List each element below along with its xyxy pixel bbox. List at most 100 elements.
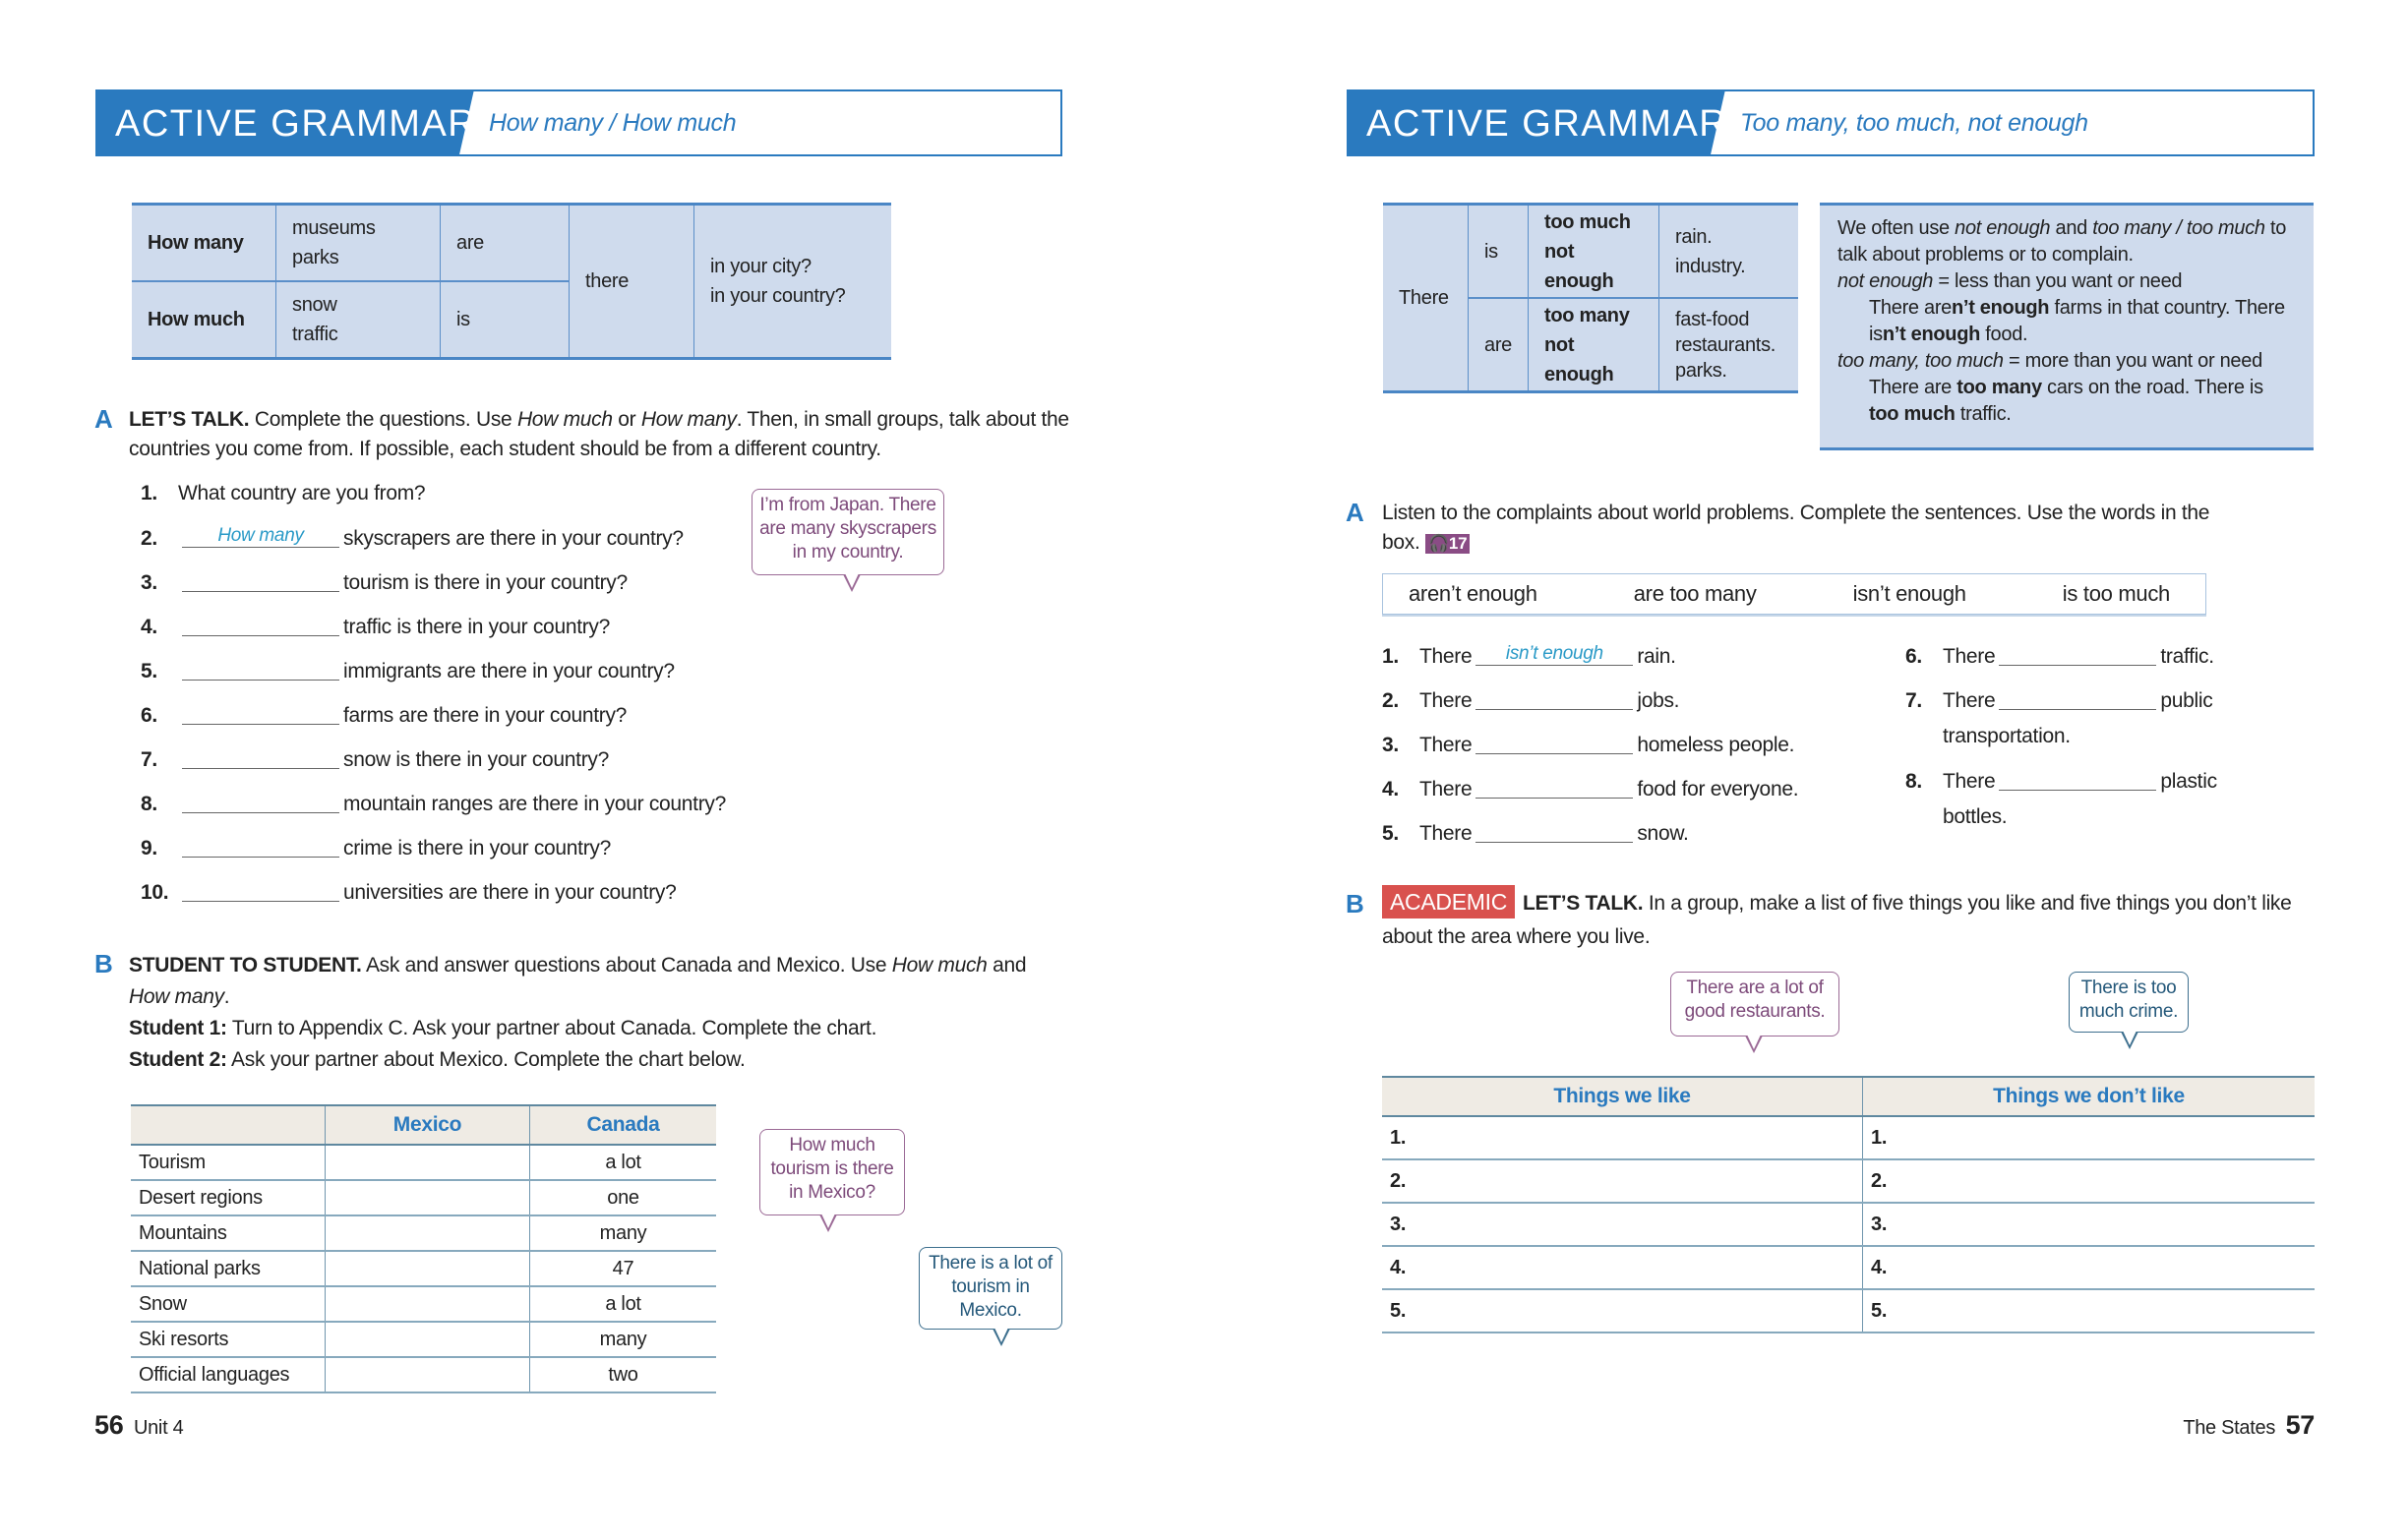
answer-blank[interactable]: How many — [182, 523, 339, 548]
row-number: 5. — [1871, 1299, 1888, 1322]
page-number: 57 — [2285, 1410, 2316, 1440]
speech-bubble-like: There are a lot of good restaurants. — [1670, 972, 1839, 1053]
quantifier: too many — [1544, 304, 1630, 326]
row-label: Official languages — [131, 1357, 326, 1393]
sentence-continuation: bottles. — [1943, 805, 2008, 828]
bubble-text: I’m from Japan. There are many skyscrape… — [759, 495, 936, 563]
col-header-canada: Canada — [529, 1104, 716, 1146]
word-option: are too many — [1633, 581, 1757, 606]
noun: parks — [292, 247, 339, 268]
answer-blank[interactable] — [182, 656, 339, 681]
row-number: 1. — [1390, 1126, 1407, 1149]
how-much-cell: How much — [132, 281, 276, 359]
places-cell: in your city?in your country? — [693, 204, 891, 359]
answer-blank[interactable] — [1475, 818, 1634, 843]
text: . — [223, 985, 230, 1008]
left-section-a-instructions: LET’S TALK. Complete the questions. Use … — [129, 405, 1073, 464]
noun: snow — [292, 294, 337, 316]
answer-blank[interactable] — [182, 833, 339, 858]
mexico-cell[interactable] — [325, 1286, 530, 1323]
like-cell[interactable]: 3. — [1382, 1203, 1863, 1247]
like-cell[interactable]: 4. — [1382, 1246, 1863, 1290]
answer-blank[interactable] — [1475, 730, 1634, 754]
canada-cell: one — [529, 1180, 716, 1216]
row-label: Tourism — [131, 1145, 326, 1181]
much-nouns-cell: snow traffic — [275, 281, 441, 359]
item-number: 3. — [141, 571, 157, 594]
mexico-cell[interactable] — [325, 1215, 530, 1252]
item-number: 4. — [1382, 778, 1399, 800]
row-label: Mountains — [131, 1215, 326, 1252]
answer-blank[interactable] — [1999, 685, 2157, 710]
like-cell[interactable]: 2. — [1382, 1159, 1863, 1204]
dislike-cell[interactable]: 5. — [1862, 1289, 2315, 1333]
audio-track-number: 17 — [1448, 534, 1468, 553]
row-number: 5. — [1390, 1299, 1407, 1322]
answer-blank[interactable] — [182, 567, 339, 592]
answer-blank[interactable] — [1475, 685, 1634, 710]
is-cell: is — [440, 281, 570, 359]
canada-cell: two — [529, 1357, 716, 1393]
mexico-cell[interactable] — [325, 1251, 530, 1287]
place: in your country? — [710, 285, 846, 307]
word-box: aren’t enough are too many isn’t enough … — [1382, 573, 2206, 615]
mexico-cell[interactable] — [325, 1180, 530, 1216]
answer-blank[interactable] — [1999, 766, 2157, 791]
list-item: 1.What country are you from? — [141, 479, 426, 508]
how-many-cell: How many — [132, 204, 276, 282]
sentence-start: There — [1419, 822, 1473, 845]
answer-blank[interactable] — [182, 612, 339, 636]
row-label: National parks — [131, 1251, 326, 1287]
noun: traffic — [292, 324, 338, 345]
header-title: ACTIVE GRAMMAR — [115, 103, 477, 145]
like-cell[interactable]: 5. — [1382, 1289, 1863, 1333]
section-letter: B — [94, 949, 113, 978]
student1-text: Turn to Appendix C. Ask your partner abo… — [226, 1017, 877, 1039]
sentence-end: plastic — [2160, 770, 2217, 793]
dislike-cell[interactable]: 4. — [1862, 1246, 2315, 1290]
speech-bubble-question: How much tourism is there in Mexico? — [759, 1129, 905, 1232]
note-line: not enough = less than you want or need — [1837, 270, 2183, 292]
row-number: 4. — [1871, 1256, 1888, 1278]
item-number: 2. — [141, 527, 157, 550]
answer-blank[interactable] — [182, 789, 339, 813]
answer-blank[interactable]: isn’t enough — [1475, 641, 1634, 666]
grammar-note: We often use not enough and too many / t… — [1820, 203, 2314, 450]
bubble-text: How much tourism is there in Mexico? — [770, 1135, 894, 1203]
mexico-cell[interactable] — [325, 1357, 530, 1393]
quantifier: not enough — [1544, 333, 1614, 385]
answer-blank[interactable] — [182, 700, 339, 725]
item-number: 5. — [141, 660, 157, 682]
are-cell: are — [1468, 298, 1530, 392]
there-cell: There — [1383, 204, 1469, 392]
bubble-tail — [993, 1328, 1010, 1346]
dislike-cell[interactable]: 1. — [1862, 1116, 2315, 1160]
answer-blank[interactable] — [182, 877, 339, 902]
dislike-cell[interactable]: 3. — [1862, 1203, 2315, 1247]
text: . Then, in small groups, talk about the … — [129, 408, 1069, 460]
dislike-cell[interactable]: 2. — [1862, 1159, 2315, 1204]
item-text: traffic is there in your country? — [343, 616, 611, 638]
item-number: 1. — [141, 482, 157, 504]
header-subtitle: Too many, too much, not enough — [1740, 109, 2088, 137]
left-footer: 56 Unit 4 — [94, 1410, 184, 1441]
answer-blank[interactable] — [1999, 641, 2157, 666]
mexico-cell[interactable] — [325, 1145, 530, 1181]
sentence-start: There — [1943, 770, 1996, 793]
right-section-a-instructions: Listen to the complaints about world pro… — [1382, 499, 2248, 558]
answer-blank[interactable] — [1475, 774, 1634, 799]
sentence-end: rain. — [1637, 645, 1676, 668]
like-cell[interactable]: 1. — [1382, 1116, 1863, 1160]
audio-track-button[interactable]: 🎧17 — [1425, 534, 1471, 554]
item-number: 2. — [1382, 689, 1399, 712]
list-item: 9.crime is there in your country? — [141, 833, 611, 862]
answer-blank[interactable] — [182, 744, 339, 769]
speech-bubble-answer: There is a lot of tourism in Mexico. — [919, 1247, 1062, 1346]
mexico-cell[interactable] — [325, 1322, 530, 1358]
